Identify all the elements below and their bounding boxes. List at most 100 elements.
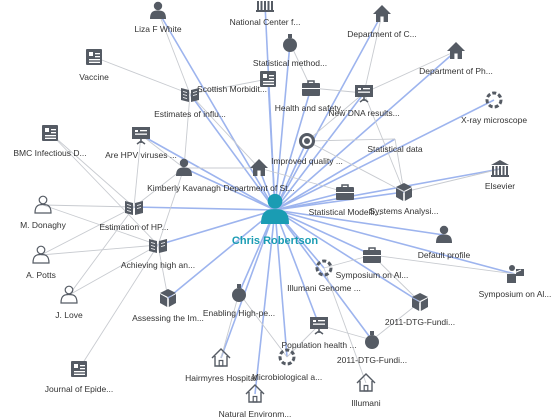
node-statmodel[interactable]: Statistical Modelli...	[309, 184, 382, 217]
node-improved[interactable]: Improved quality ...	[271, 133, 343, 166]
node-xray[interactable]: X-ray microscope	[461, 91, 527, 125]
speaker-icon	[507, 265, 524, 283]
node-illumani2[interactable]: Illumani	[351, 373, 381, 408]
edge-journal-achieving	[78, 244, 159, 370]
node-label: Department of C...	[347, 29, 416, 39]
node-estinflu[interactable]: Estimates of influ...	[154, 88, 226, 119]
node-label: Assessing the Im...	[132, 313, 204, 323]
node-deptph[interactable]: Department of Ph...	[419, 42, 493, 76]
edge-deptc-newdna	[363, 13, 383, 94]
presentation-icon	[132, 127, 150, 145]
node-ncf[interactable]: National Center f...	[230, 0, 301, 27]
cube-icon	[396, 183, 412, 201]
node-assessing[interactable]: Assessing the Im...	[132, 289, 204, 323]
edge-achieving-potts	[40, 244, 159, 256]
node-label: Vaccine	[79, 72, 109, 82]
node-natenv[interactable]: Natural Environm...	[219, 384, 292, 417]
node-enabling[interactable]: Enabling High-pe...	[203, 284, 275, 318]
home-icon	[373, 5, 391, 22]
edge-chris-hpv	[140, 134, 276, 211]
edge-chris-achieving	[157, 209, 276, 246]
person-icon	[176, 158, 192, 176]
node-love[interactable]: J. Love	[55, 285, 83, 320]
edge-chris-liza	[157, 10, 276, 211]
node-scottish[interactable]: Scottish Morbidit...	[197, 71, 276, 94]
ring-icon	[485, 91, 503, 109]
edge-improved-statdata	[306, 138, 396, 142]
node-achieving[interactable]: Achieving high an...	[121, 239, 195, 270]
node-pophealth[interactable]: Population health ...	[281, 317, 357, 350]
edge-chris-healthsafety	[274, 87, 312, 211]
home-outline-icon	[211, 348, 231, 367]
node-illumina1[interactable]: Illumani Genome ...	[287, 259, 361, 293]
edge-chris-statdata	[274, 138, 396, 211]
home-icon	[447, 42, 465, 59]
node-liza[interactable]: Liza F White	[134, 1, 182, 34]
edge-estinflu-kimberly	[183, 93, 191, 169]
edge-symp1-symp2	[371, 254, 516, 275]
node-statmeth[interactable]: Statistical method...	[253, 34, 327, 68]
node-hairmyres[interactable]: Hairmyres Hospital	[185, 348, 257, 383]
node-esthp[interactable]: Estimation of HP...	[99, 201, 169, 232]
edge-enabling-microbio	[238, 292, 288, 358]
node-label: X-ray microscope	[461, 115, 527, 125]
briefcase-icon	[336, 184, 354, 200]
person-icon	[436, 225, 452, 243]
node-elsevier[interactable]: Elsevier	[485, 160, 515, 191]
node-bmc[interactable]: BMC Infectious D...	[13, 125, 87, 158]
node-kimberly[interactable]: Kimberly Kavanagh	[147, 158, 221, 193]
edge-chris-dtg2	[274, 209, 373, 341]
node-label: Department of Ph...	[419, 66, 493, 76]
node-default[interactable]: Default profile	[418, 225, 471, 260]
node-symp2[interactable]: Symposium on Al...	[479, 265, 552, 299]
node-dtg2[interactable]: 2011-DTG-Fundi...	[337, 331, 407, 365]
node-microbio[interactable]: Microbiological a...	[252, 348, 322, 382]
document-icon	[86, 49, 102, 65]
node-label: New DNA results...	[328, 108, 399, 118]
node-journal[interactable]: Journal of Epide...	[45, 361, 114, 394]
node-healthsafety[interactable]: Health and safety...	[275, 80, 348, 113]
potion-icon	[365, 331, 379, 349]
node-hpv[interactable]: Are HPV viruses ...	[105, 127, 177, 160]
book-icon	[125, 201, 143, 215]
edge-illumina1-illumani2	[323, 267, 367, 384]
center-node-label: Chris Robertson	[232, 235, 318, 247]
node-label: BMC Infectious D...	[13, 148, 86, 158]
person-outline-icon	[34, 195, 52, 214]
node-symp1[interactable]: Symposium on Al...	[336, 247, 409, 280]
potion-icon	[232, 284, 246, 302]
node-systems[interactable]: Systems Analysi...	[370, 183, 439, 216]
node-vaccine[interactable]: Vaccine	[79, 49, 109, 82]
edge-chris-hairmyres	[220, 209, 276, 359]
edge-chris-default	[274, 209, 445, 236]
node-donaghy[interactable]: M. Donaghy	[20, 195, 67, 230]
cube-icon	[412, 293, 428, 311]
node-label: M. Donaghy	[20, 220, 67, 230]
edge-kimberly-esthp	[133, 167, 185, 208]
person-outline-icon	[32, 245, 50, 264]
node-label: National Center f...	[230, 17, 301, 27]
edge-esthp-donaghy	[42, 204, 135, 208]
edge-statdata-systems	[394, 138, 405, 193]
node-label: Symposium on Al...	[479, 289, 552, 299]
node-statdata[interactable]: Statistical data	[367, 144, 423, 154]
node-potts[interactable]: A. Potts	[26, 245, 56, 280]
node-dtg1[interactable]: 2011-DTG-Fundi...	[385, 293, 455, 327]
edge-chris-deptph	[274, 50, 457, 211]
node-label: Estimates of influ...	[154, 109, 226, 119]
document-icon	[42, 125, 58, 141]
home-outline-icon	[245, 384, 265, 403]
person-icon	[261, 193, 289, 224]
edge-chris-symp2	[274, 209, 516, 275]
node-newdna[interactable]: New DNA results...	[328, 85, 400, 118]
edge-estinflu-deptst	[189, 93, 260, 169]
node-deptc[interactable]: Department of C...	[347, 5, 417, 39]
node-label: J. Love	[55, 310, 83, 320]
edge-newdna-systems	[363, 92, 405, 193]
node-label: Statistical method...	[253, 58, 327, 68]
node-center[interactable]: Chris Robertson	[232, 193, 318, 247]
node-deptst[interactable]: Department of St...	[223, 159, 295, 193]
edge-chris-microbio	[274, 209, 288, 358]
home-outline-icon	[356, 373, 376, 392]
